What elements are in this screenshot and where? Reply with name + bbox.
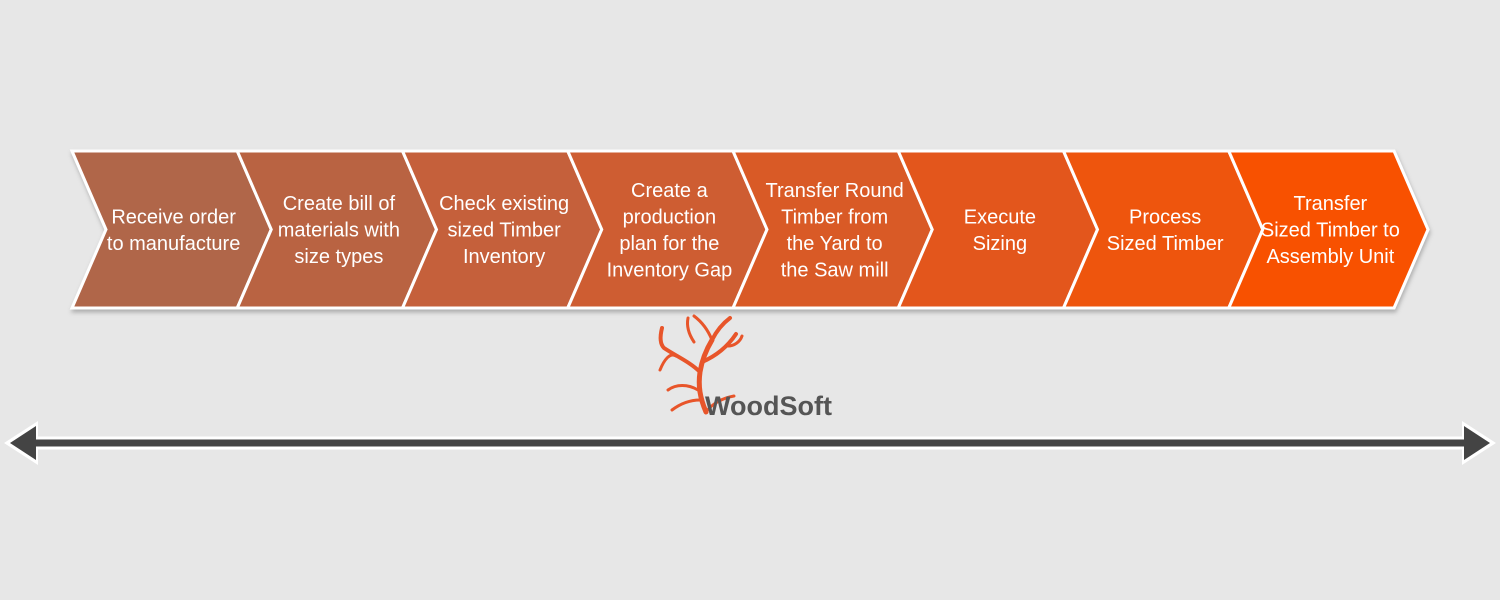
double-headed-arrow-icon [4, 421, 1496, 465]
process-steps [69, 149, 1430, 310]
process-step-8 [1226, 149, 1430, 310]
process-step-1 [69, 149, 273, 310]
logo-text: WoodSoft [705, 391, 832, 421]
woodsoft-logo: WoodSoft [658, 314, 832, 421]
tree-roots-icon [658, 314, 744, 415]
